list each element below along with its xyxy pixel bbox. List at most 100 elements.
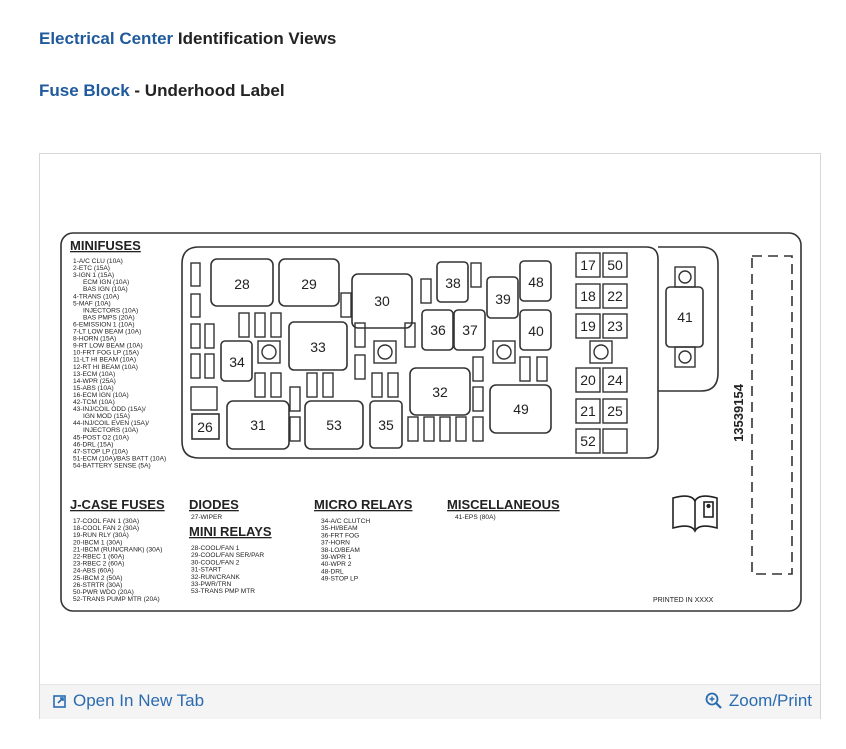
zoom-print-link[interactable]: Zoom/Print	[705, 691, 812, 711]
minifuse-entry: 1-A/C CLU (10A)	[73, 258, 123, 265]
micro-relay-entry: 48-DRL	[321, 568, 344, 575]
relay-34	[220, 340, 253, 382]
box-31: 31	[250, 417, 266, 433]
minifuse-entry: INJECTORS (10A)	[83, 307, 138, 314]
jcase-entry: 17-COOL FAN 1 (30A)	[73, 518, 139, 525]
heading-misc: MISCELLANEOUS	[447, 497, 560, 512]
minifuse-entry: 47-STOP LP (10A)	[73, 448, 128, 455]
box-34: 34	[229, 354, 245, 370]
box-35: 35	[378, 417, 394, 433]
relay-38	[436, 261, 469, 303]
minifuse-entry: BAS PMPS (20A)	[83, 314, 135, 321]
box-24: 24	[607, 372, 623, 388]
jcase-fuse-grid	[575, 252, 628, 454]
misc-entry: 41-EPS (80A)	[455, 514, 496, 521]
minifuse-entry: 51-ECM (10A)/BAS BATT (10A)	[73, 455, 166, 462]
open-in-new-tab-icon	[53, 695, 66, 708]
minifuse-entry: ECM IGN (10A)	[83, 279, 129, 286]
relay-48	[519, 260, 552, 302]
zoom-icon	[705, 692, 722, 709]
relay-37	[453, 309, 486, 351]
box-21: 21	[580, 403, 596, 419]
label-outline	[60, 232, 802, 612]
relay-32	[409, 367, 471, 416]
mini-relay-entry: 53-TRANS PMP MTR	[191, 588, 255, 595]
minifuse-entry: BAS IGN (10A)	[83, 286, 128, 293]
minifuse-entry: 42-TCM (10A)	[73, 399, 115, 406]
jcase-entry: 25-IBCM 2 (50A)	[73, 575, 122, 582]
minifuse-entry: 46-DRL (15A)	[73, 441, 113, 448]
jcase-list: 17-COOL FAN 1 (30A)18-COOL FAN 2 (30A)19…	[73, 518, 162, 603]
micro-relay-entry: 37-HORN	[321, 540, 350, 547]
minifuse-entry: IGN MOD (15A)	[83, 413, 130, 420]
box-37: 37	[462, 322, 478, 338]
box-39: 39	[495, 291, 511, 307]
jcase-entry: 22-RBEC 1 (60A)	[73, 554, 124, 561]
heading-minifuses: MINIFUSES	[70, 238, 141, 253]
box-18: 18	[580, 288, 596, 304]
section-title-rest: - Underhood Label	[129, 81, 285, 100]
fuse-block-link[interactable]: Fuse Block	[39, 81, 130, 100]
box-30: 30	[374, 293, 390, 309]
micro-relay-entry: 49-STOP LP	[321, 576, 359, 583]
relay-28	[210, 258, 274, 307]
micro-relay-entry: 34-A/C CLUTCH	[321, 518, 370, 525]
minifuse-entry: 3-IGN 1 (15A)	[73, 272, 114, 279]
relay-29	[278, 258, 340, 307]
box-53: 53	[326, 417, 342, 433]
minifuse-entry: 54-BATTERY SENSE (5A)	[73, 462, 151, 469]
relay-31	[226, 400, 290, 450]
heading-micro-relays: MICRO RELAYS	[314, 497, 413, 512]
box-29: 29	[301, 276, 317, 292]
printed-in: PRINTED IN XXXX	[653, 597, 714, 604]
box-40: 40	[528, 323, 544, 339]
minifuse-entry: 11-LT HI BEAM (10A)	[73, 357, 136, 364]
misc-list: 41-EPS (80A)	[455, 514, 496, 521]
jcase-entry: 18-COOL FAN 2 (30A)	[73, 525, 139, 532]
diode-26	[191, 413, 220, 440]
minifuse-entry: 7-LT LOW BEAM (10A)	[73, 329, 141, 336]
heading-diodes: DIODES	[189, 497, 239, 512]
diagram-frame: 28 29 30 33 34 31 53 35 32 38 39 48 40 3…	[39, 153, 821, 719]
minifuse-entry: 15-ABS (10A)	[73, 385, 114, 392]
diodes-list: 27-WIPER	[191, 514, 222, 521]
box-17: 17	[580, 257, 596, 273]
micro-relay-entry: 39-WPR 1	[321, 554, 352, 561]
jcase-entry: 19-RUN RLY (30A)	[73, 532, 129, 539]
box-41: 41	[677, 309, 693, 325]
jcase-entry: 26-STRTR (30A)	[73, 582, 122, 589]
relay-30	[351, 273, 413, 329]
box-23: 23	[607, 318, 623, 334]
diode-entry: 27-WIPER	[191, 514, 222, 521]
relay-53	[304, 400, 364, 450]
open-in-new-tab-label: Open In New Tab	[73, 691, 205, 710]
box-52: 52	[580, 433, 596, 449]
relay-49	[489, 384, 552, 434]
minifuse-entry: INJECTORS (10A)	[83, 427, 138, 434]
title-rest: Identification Views	[177, 29, 337, 48]
box-33: 33	[310, 339, 326, 355]
micro-relay-entry: 36-FRT FOG	[321, 532, 359, 539]
minifuse-entry: 8-HORN (15A)	[73, 336, 116, 343]
mounting-holes	[257, 266, 696, 368]
mini-relay-entry: 33-PWR/TRN	[191, 581, 232, 588]
open-in-new-tab-link[interactable]: Open In New Tab	[53, 691, 204, 711]
mini-relay-entry: 29-COOL/FAN SER/PAR	[191, 552, 264, 559]
minifuse-entry: 9-RT LOW BEAM (10A)	[73, 343, 143, 350]
label-part-number: 13539154	[731, 383, 746, 442]
jcase-entry: 52-TRANS PUMP MTR (20A)	[73, 596, 160, 603]
minifuse-entry: 16-ECM IGN (10A)	[73, 392, 129, 399]
minifuse-entry: 4-TRANS (10A)	[73, 293, 119, 300]
heading-mini-relays: MINI RELAYS	[189, 524, 272, 539]
mini-relays-list: 28-COOL/FAN 129-COOL/FAN SER/PAR30-COOL/…	[191, 545, 264, 595]
electrical-center-link[interactable]: Electrical Center	[39, 29, 174, 48]
jcase-entry: 23-RBEC 2 (60A)	[73, 561, 124, 568]
box-28: 28	[234, 276, 250, 292]
dashed-side-box	[751, 255, 793, 575]
manual-book-icon	[672, 495, 718, 533]
relay-40	[519, 309, 552, 351]
heading-jcase: J-CASE FUSES	[70, 497, 165, 512]
relay-36	[421, 309, 454, 351]
box-25: 25	[607, 403, 623, 419]
